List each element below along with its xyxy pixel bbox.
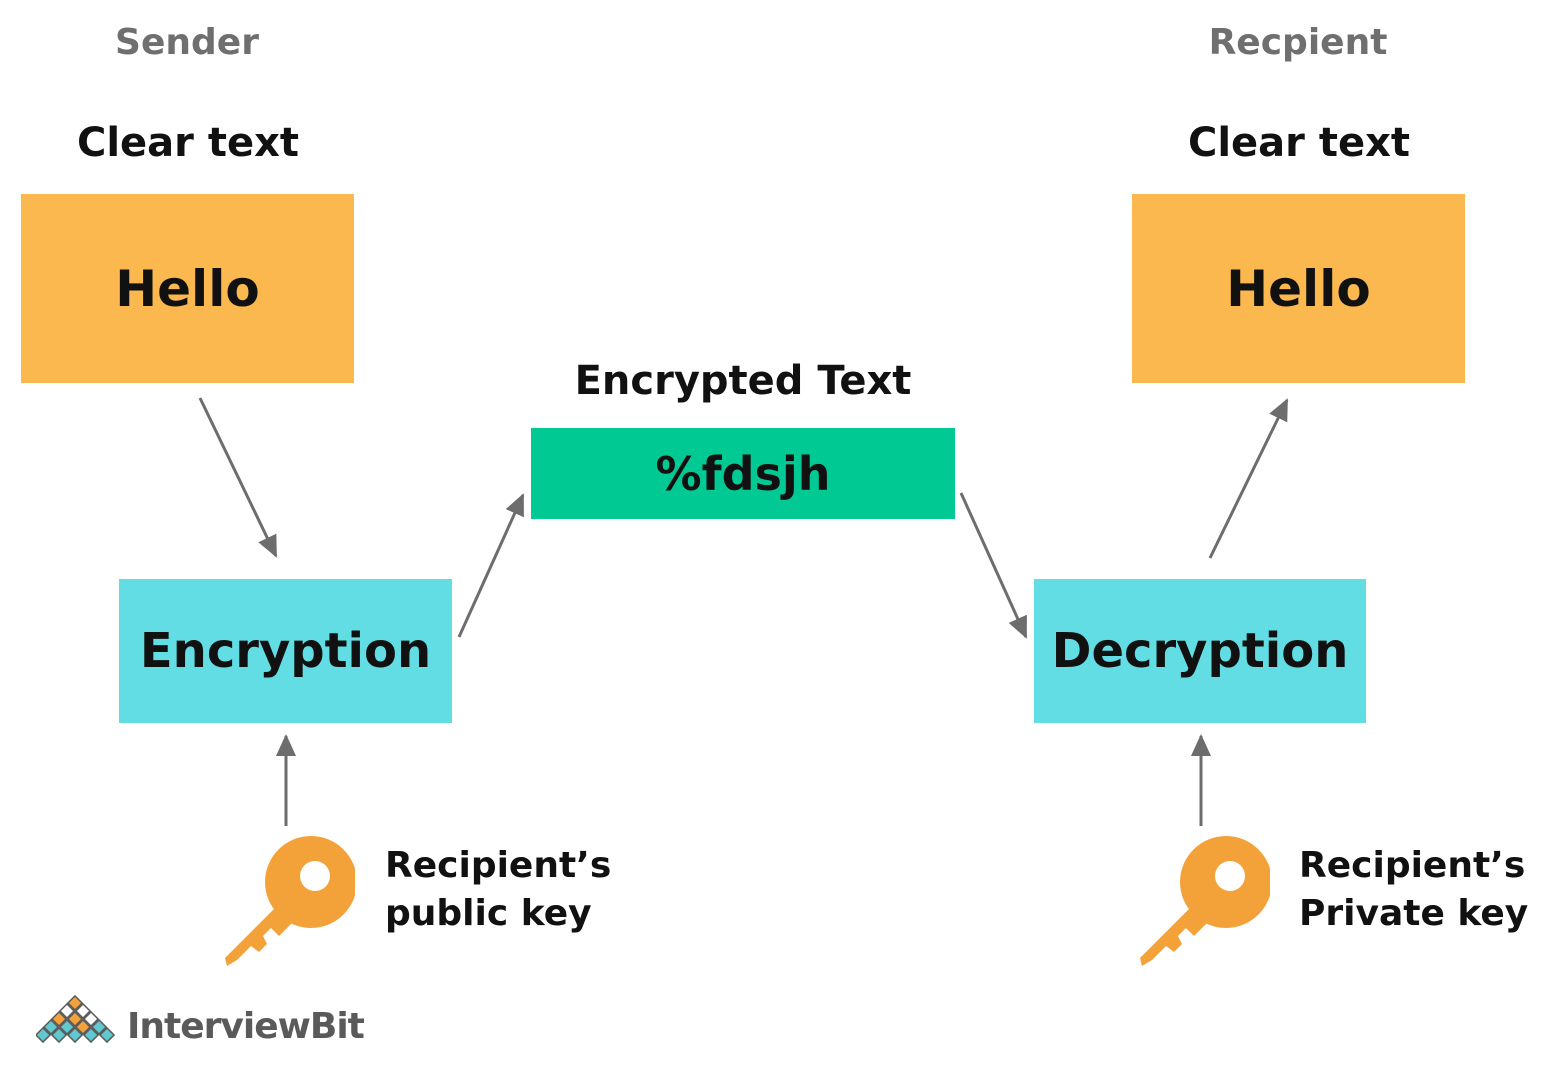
public-key-label-line2: public key [385,893,592,934]
decryption-label: Decryption [1051,623,1349,679]
sender-label: Sender [115,22,259,63]
private-key-label: Recipient’s Private key [1299,842,1528,938]
encrypted-text-box: %fdsjh [531,428,955,519]
sender-clear-text-heading: Clear text [76,120,299,166]
interviewbit-logo-text: InterviewBit [127,1006,365,1047]
sender-clear-text-value: Hello [115,259,260,318]
encryption-box: Encryption [119,579,452,723]
arrow-cipher-to-decryption [959,492,1028,639]
private-key-label-line1: Recipient’s [1299,845,1526,886]
public-key-label: Recipient’s public key [385,842,611,938]
encrypted-text-value: %fdsjh [655,446,831,501]
recipient-clear-text-value: Hello [1226,259,1371,318]
arrow-encryption-to-cipher [457,493,525,638]
arrow-decryption-to-clear [1208,398,1289,559]
encryption-label: Encryption [139,623,432,679]
sender-clear-text-box: Hello [21,194,354,383]
arrow-clear-to-encryption [198,397,278,558]
decryption-box: Decryption [1034,579,1366,723]
interviewbit-logo-icon [36,994,116,1044]
encrypted-text-heading: Encrypted Text [574,358,912,404]
private-key-label-line2: Private key [1299,893,1529,934]
recipient-label: Recpient [1208,22,1388,63]
recipient-clear-text-box: Hello [1132,194,1465,383]
public-key-label-line1: Recipient’s [385,845,612,886]
recipient-clear-text-heading: Clear text [1187,120,1410,166]
private-key-icon [1140,836,1270,966]
public-key-icon [225,836,355,966]
